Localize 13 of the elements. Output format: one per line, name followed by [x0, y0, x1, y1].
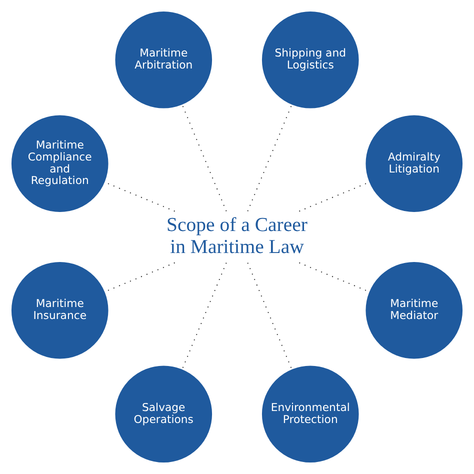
- node-circle: Environmental Protection: [262, 366, 359, 463]
- node-circle: Maritime Insurance: [11, 262, 108, 359]
- node-circle: Admiralty Litigation: [366, 115, 463, 212]
- node-text: Scope of a Career in Maritime Law: [166, 214, 308, 258]
- node-circle: Shipping and Logistics: [262, 11, 359, 108]
- connector: [181, 104, 227, 212]
- node-circle: Salvage Operations: [115, 366, 212, 463]
- node-circle: Maritime Compliance and Regulation: [11, 115, 108, 212]
- connector: [247, 262, 292, 370]
- node-circle: Maritime Mediator: [366, 262, 463, 359]
- connector: [247, 104, 292, 212]
- connector: [181, 262, 227, 370]
- node-circle: Maritime Arbitration: [115, 11, 212, 108]
